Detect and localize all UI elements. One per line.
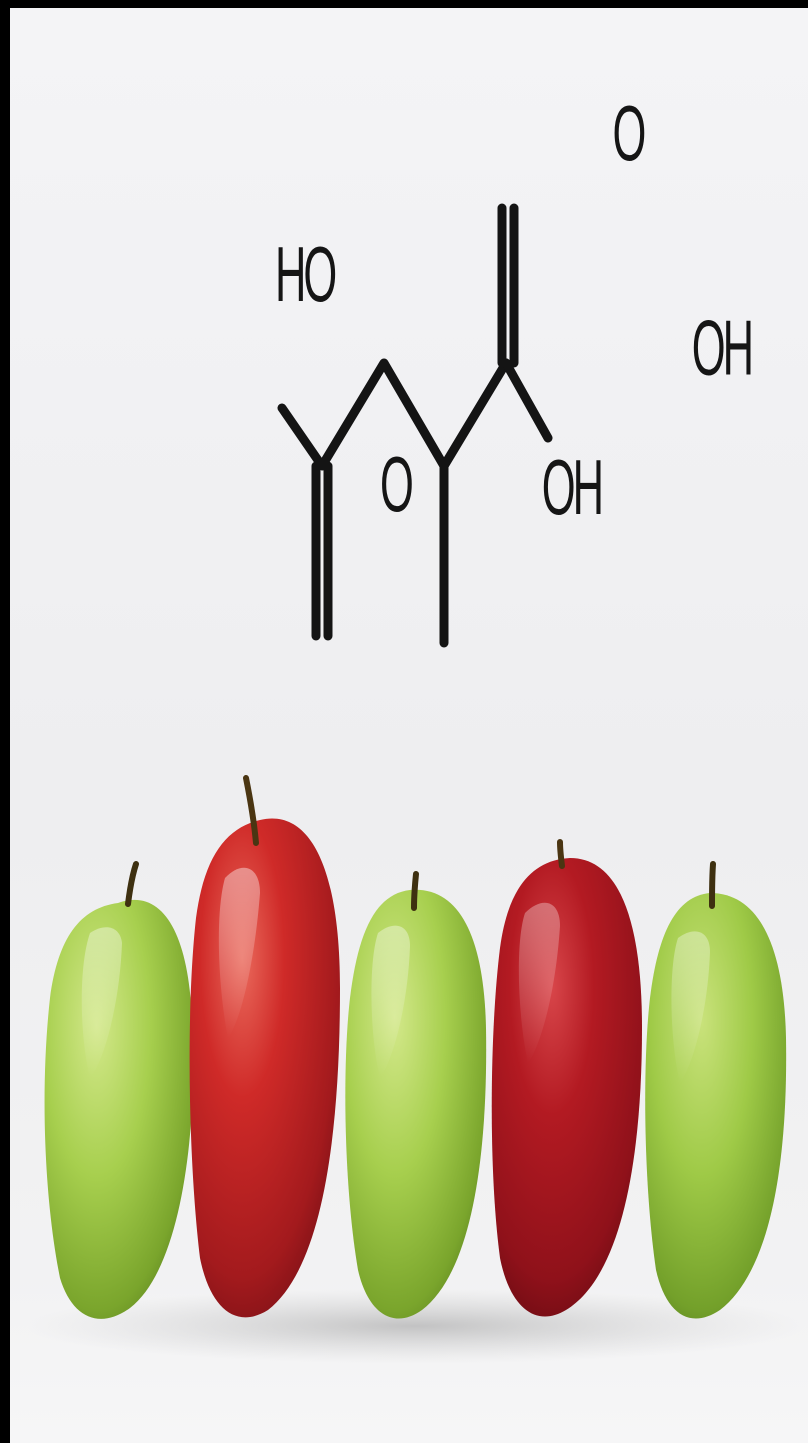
label-oh-right: OH — [692, 305, 751, 392]
bond-chain — [277, 358, 511, 471]
label-o-bottom: O — [380, 442, 412, 529]
red-apple-1 — [189, 775, 340, 1318]
apple-shadow — [25, 1288, 805, 1364]
green-apple-1 — [44, 861, 194, 1319]
green-apple-3 — [645, 861, 787, 1319]
molecule-structure: HO O OH O OH — [275, 91, 754, 648]
bond-c-oh-right — [501, 358, 553, 443]
label-ho-top-left: HO — [275, 232, 336, 319]
photo: HO O OH O OH — [10, 8, 808, 1443]
red-apple-2 — [491, 839, 642, 1317]
label-o-top: O — [613, 91, 645, 178]
apple-row — [25, 775, 805, 1364]
label-oh-bottom: OH — [542, 445, 601, 532]
photo-canvas: HO O OH O OH — [25, 91, 805, 1364]
green-apple-2 — [345, 871, 487, 1319]
